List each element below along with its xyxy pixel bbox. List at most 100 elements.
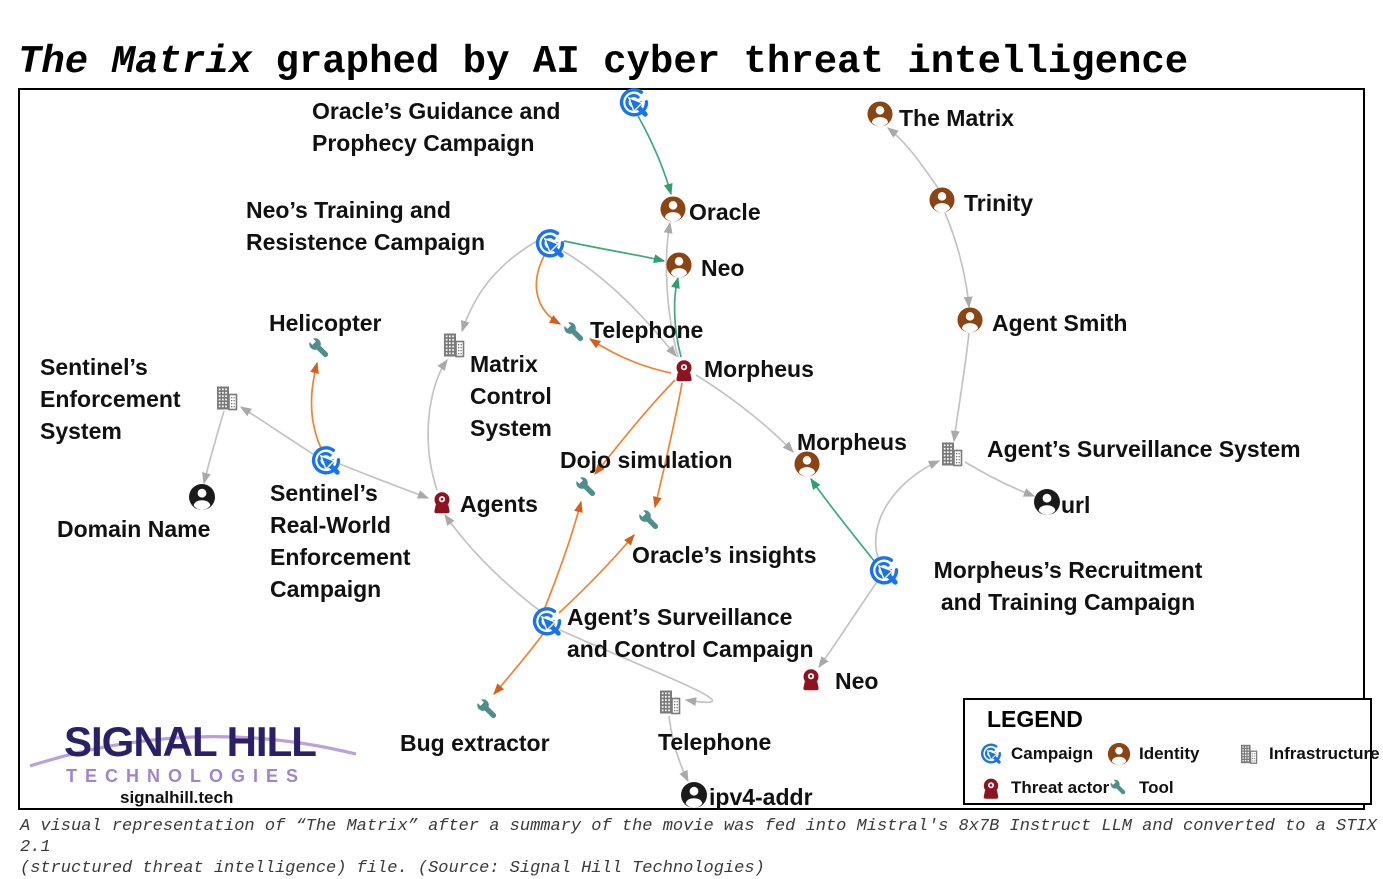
legend-label: Infrastructure: [1269, 744, 1380, 763]
legend-item-threat-actor: Threat actor: [979, 776, 1109, 800]
tool-icon: [562, 320, 584, 342]
node-label-tool-helicopter: Helicopter: [269, 310, 382, 336]
edge-campaign-agents-surveillance--infrastructure-telephone: [559, 629, 714, 706]
caption-line-1: A visual representation of “The Matrix” …: [20, 817, 1377, 857]
edge-campaign-agents-surveillance--tool-dojo-simulation: [543, 500, 583, 611]
node-label-identity-oracle: Oracle: [689, 199, 761, 225]
graph-edges: [202, 115, 1036, 783]
node-observed-url: [1033, 488, 1061, 516]
node-label-observed-domain-name: Domain Name: [57, 516, 211, 542]
node-label-threat-actor-neo: Neo: [835, 668, 879, 694]
edge-campaign-neo-training--threat-actor-morpheus: [562, 250, 677, 357]
threat-actor-icon: [676, 360, 692, 382]
node-threat-actor-agents: [430, 490, 455, 515]
edge-threat-actor-agents--infrastructure-matrix-control-system: [427, 358, 448, 491]
identity-icon: [1107, 742, 1131, 766]
infrastructure-icon: [1241, 744, 1258, 764]
threat-actor-icon: [434, 492, 450, 514]
campaign-icon: [535, 229, 565, 258]
edge-campaign-agents-surveillance--tool-bug-extractor: [493, 633, 544, 695]
node-label-threat-actor-agents: Agents: [460, 491, 538, 517]
edge-campaign-oracle-guidance--identity-oracle: [637, 115, 673, 196]
node-tool-telephone: [560, 318, 591, 349]
edge-campaign-sentinels-real-world--infrastructure-sentinels-enforcement-system: [239, 406, 314, 455]
tool-icon: [475, 697, 497, 719]
edge-campaign-neo-training--identity-neo: [563, 240, 666, 263]
node-observed-ipv4-addr: [680, 781, 708, 809]
edge-campaign-sentinels-real-world--threat-actor-agents: [339, 463, 430, 499]
node-label-campaign-morpheus-recruitment: Morpheus’s Recruitment and Training Camp…: [933, 557, 1203, 615]
logo-tagline: TECHNOLOGIES: [66, 766, 307, 786]
legend-label: Identity: [1139, 744, 1200, 763]
node-label-tool-bug-extractor: Bug extractor: [400, 730, 550, 756]
page-title: The Matrix graphed by AI cyber threat in…: [18, 40, 1188, 84]
node-label-infrastructure-telephone: Telephone: [658, 729, 772, 755]
infrastructure-icon: [444, 333, 465, 358]
edge-identity-trinity--identity-agent-smith: [944, 212, 973, 309]
edge-campaign-morpheus-recruitment--threat-actor-neo: [818, 581, 878, 669]
legend-title: LEGEND: [987, 706, 1083, 732]
node-identity-the-matrix: [867, 101, 894, 128]
edge-threat-actor-morpheus--identity-morpheus: [695, 374, 794, 453]
edge-campaign-neo-training--infrastructure-matrix-control-system: [461, 240, 538, 333]
edge-infrastructure-telephone--observed-ipv4-addr: [668, 715, 689, 783]
node-label-threat-actor-morpheus: Morpheus: [704, 356, 814, 382]
edge-threat-actor-morpheus--identity-oracle: [663, 221, 679, 358]
node-infrastructure-telephone: [655, 687, 685, 717]
identity-icon: [867, 101, 893, 127]
edge-campaign-neo-training--tool-telephone: [535, 255, 562, 325]
identity-icon: [957, 307, 983, 333]
legend-item-tool: Tool: [1107, 776, 1174, 800]
edge-identity-trinity--identity-the-matrix: [886, 127, 939, 189]
node-campaign-morpheus-recruitment: [867, 554, 901, 588]
page-title-rest: graphed by AI cyber threat intelligence: [252, 40, 1189, 84]
legend-label: Campaign: [1011, 744, 1094, 763]
legend-label: Tool: [1139, 778, 1174, 797]
node-label-campaign-agents-surveillance: Agent’s Surveillance and Control Campaig…: [567, 604, 814, 662]
node-infrastructure-matrix-control-system: [439, 330, 469, 360]
node-infrastructure-sentinels-enforcement-system: [212, 383, 242, 413]
tool-icon: [1109, 778, 1126, 795]
node-tool-bug-extractor: [473, 695, 504, 726]
node-campaign-oracle-guidance: [617, 86, 651, 120]
tool-icon: [637, 508, 659, 530]
tool-icon: [307, 336, 329, 358]
threat-actor-icon: [983, 778, 999, 799]
node-label-identity-morpheus: Morpheus: [797, 429, 907, 455]
node-tool-dojo-simulation: [572, 473, 603, 504]
node-campaign-sentinels-real-world: [309, 444, 343, 478]
edge-infrastructure-agents-surveillance-system--observed-url: [964, 461, 1036, 497]
node-infrastructure-agents-surveillance-system: [937, 439, 967, 469]
node-campaign-neo-training: [533, 227, 567, 261]
node-tool-helicopter: [305, 334, 336, 365]
edge-identity-agent-smith--infrastructure-agents-surveillance-system: [950, 332, 970, 443]
node-label-infrastructure-matrix-control-system: Matrix Control System: [470, 351, 552, 441]
campaign-icon: [311, 446, 341, 475]
node-label-campaign-neo-training: Neo’s Training and Resistence Campaign: [246, 197, 486, 255]
node-identity-trinity: [929, 187, 956, 214]
legend-label: Threat actor: [1011, 778, 1110, 797]
edge-infrastructure-sentinels-enforcement-system--observed-domain-name: [202, 410, 225, 485]
edge-threat-actor-morpheus--tool-oracles-insights: [653, 382, 683, 509]
identity-icon: [666, 252, 692, 278]
identity-icon: [794, 451, 820, 477]
campaign-icon: [869, 556, 899, 585]
node-label-tool-telephone: Telephone: [590, 317, 704, 343]
edge-campaign-sentinels-real-world--tool-helicopter: [310, 361, 322, 449]
edge-threat-actor-morpheus--tool-telephone: [588, 338, 672, 374]
node-identity-neo: [666, 252, 693, 279]
node-label-identity-trinity: Trinity: [964, 190, 1034, 216]
infrastructure-icon: [942, 442, 963, 467]
legend-box: LEGEND Campaign Identity Infrastructure …: [963, 698, 1380, 805]
infrastructure-icon: [217, 386, 238, 411]
node-observed-domain-name: [188, 483, 216, 511]
identity-icon: [929, 187, 955, 213]
legend-item-campaign: Campaign: [979, 742, 1093, 766]
node-identity-morpheus: [794, 451, 821, 478]
node-threat-actor-morpheus: [672, 358, 697, 383]
node-label-tool-dojo-simulation: Dojo simulation: [560, 447, 733, 473]
edge-campaign-morpheus-recruitment--identity-morpheus: [810, 477, 876, 563]
figure-caption: A visual representation of “The Matrix” …: [20, 816, 1383, 879]
node-label-identity-neo: Neo: [701, 255, 745, 281]
legend-item-identity: Identity: [1107, 742, 1199, 766]
